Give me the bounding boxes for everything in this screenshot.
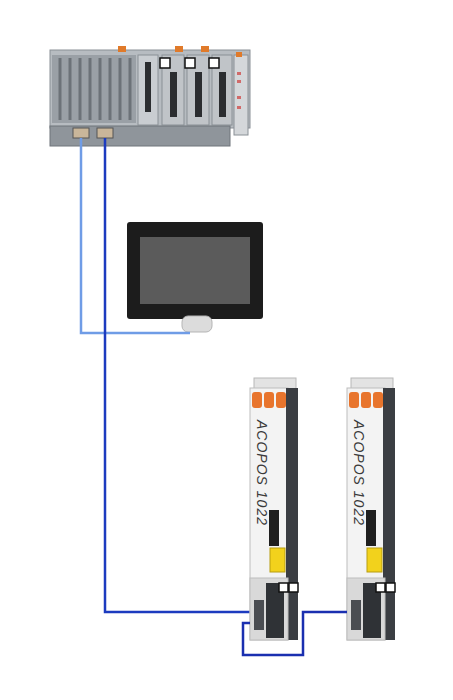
servo-drive: ACOPOS 1022 xyxy=(250,378,298,640)
plc-tabs xyxy=(118,46,242,57)
plc-slot xyxy=(145,62,151,112)
plc-markers xyxy=(160,58,219,68)
interface-port xyxy=(351,600,361,630)
interface-port xyxy=(254,600,264,630)
servo-drives xyxy=(250,378,395,640)
terminal-cap xyxy=(264,392,274,408)
front-panel xyxy=(250,388,288,640)
servo-drive-body xyxy=(347,378,395,640)
warning-label xyxy=(270,548,285,572)
terminal-strip xyxy=(269,510,279,546)
plc-base xyxy=(50,126,230,146)
plc-leds xyxy=(237,72,241,109)
marker-square xyxy=(279,583,288,592)
plc-port xyxy=(73,128,89,138)
plc-slot xyxy=(219,72,226,117)
terminal-cap xyxy=(252,392,262,408)
marker-square xyxy=(289,583,298,592)
model-label: ACOPOS 1022 xyxy=(255,420,269,526)
marker-square xyxy=(386,583,395,592)
plc-fins xyxy=(60,58,130,120)
plc-slot xyxy=(195,72,202,117)
plc-io-module xyxy=(234,55,248,135)
hmi-connector xyxy=(182,316,212,332)
hmi-frame xyxy=(127,222,263,319)
terminal-cap xyxy=(373,392,383,408)
plc-body xyxy=(50,50,250,128)
powerlink-cable xyxy=(105,138,254,612)
plc-power-module xyxy=(52,55,136,123)
terminal-strip xyxy=(366,510,376,546)
port-area xyxy=(250,578,288,640)
model-label: ACOPOS 1022 xyxy=(352,420,366,526)
plc-controller xyxy=(50,46,250,146)
servo-drive-body xyxy=(250,378,298,640)
terminal-cap xyxy=(276,392,286,408)
terminal-cap xyxy=(349,392,359,408)
hmi-panel xyxy=(127,222,263,332)
terminal-cap xyxy=(361,392,371,408)
marker-square xyxy=(376,583,385,592)
ethernet-cable xyxy=(81,138,190,333)
plc-port xyxy=(97,128,113,138)
drive-cable xyxy=(243,612,347,655)
hmi-screen xyxy=(140,237,250,304)
plc-slot xyxy=(170,72,177,117)
port-area xyxy=(347,578,385,640)
warning-label xyxy=(367,548,382,572)
plc-cpu-slot xyxy=(138,55,158,125)
front-panel xyxy=(347,388,385,640)
servo-drive: ACOPOS 1022 xyxy=(347,378,395,640)
